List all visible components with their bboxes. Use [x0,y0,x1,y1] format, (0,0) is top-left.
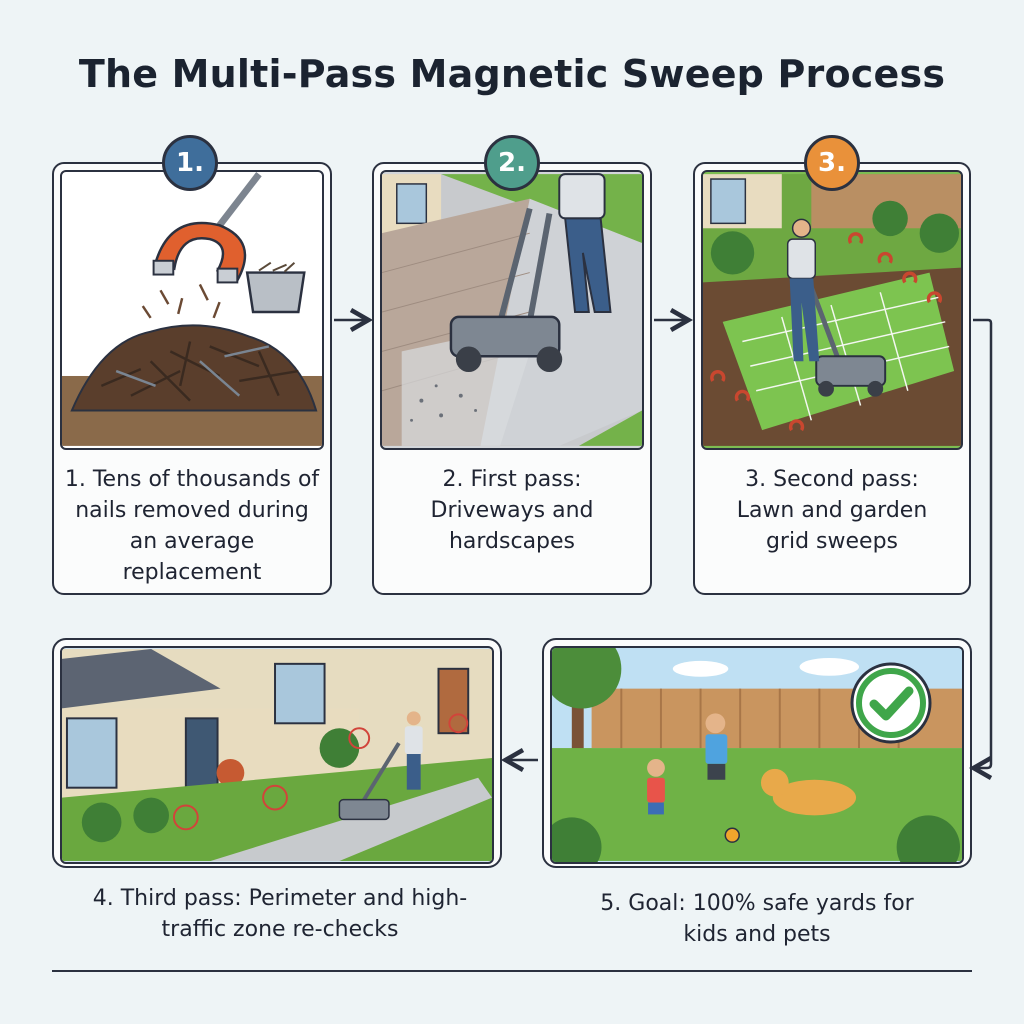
driveway-scene [382,173,642,446]
step-5-caption: 5. Goal: 100% safe yards for kids and pe… [600,891,914,947]
magnetic-sweeper-icon [338,742,401,821]
falling-nails [141,283,221,319]
step-3-caption: 3. Second pass: Lawn and garden grid swe… [736,467,928,554]
magnetic-sweeper-icon [449,207,563,373]
step-2-illustration [380,170,644,450]
step-4-caption: 4. Third pass: Perimeter and high-traffi… [92,886,468,942]
page-title: The Multi-Pass Magnetic Sweep Process [78,52,946,96]
step-badge-1: 1. [162,135,218,191]
step-card-4 [52,638,502,868]
step-1-caption: 1. Tens of thousands of nails removed du… [64,467,320,585]
worker-figure [786,218,820,362]
bottom-divider [52,970,972,972]
bucket-icon [245,261,306,314]
step-3-illustration [701,170,963,450]
arrow-icon [968,318,993,780]
lawn-grid-scene [703,174,961,446]
checkmark-icon [848,660,934,746]
worker-figure [558,173,612,313]
magnetic-sweeper-icon [809,286,887,397]
step-2-caption: 2. First pass: Driveways and hardscapes [430,467,594,554]
magnet-icon [152,172,262,284]
step-card-5 [542,638,972,868]
step-4-illustration [60,646,494,864]
worker-figure [404,711,423,790]
step-card-3: 3. Second pass: Lawn and garden grid swe… [693,162,971,595]
nail-pile-scene [62,172,322,446]
step-card-1: 1. Tens of thousands of nails removed du… [52,162,332,595]
step-1-illustration [60,170,324,450]
dog-figure [760,768,857,816]
step-5-illustration [550,646,964,864]
child-figure-boy [705,713,728,780]
step-badge-3: 3. [804,135,860,191]
safe-yard-scene [552,648,962,862]
child-figure-girl [647,758,665,815]
step-card-2: 2. First pass: Driveways and hardscapes [372,162,652,595]
perimeter-scene [62,648,492,862]
step-badge-2: 2. [484,135,540,191]
